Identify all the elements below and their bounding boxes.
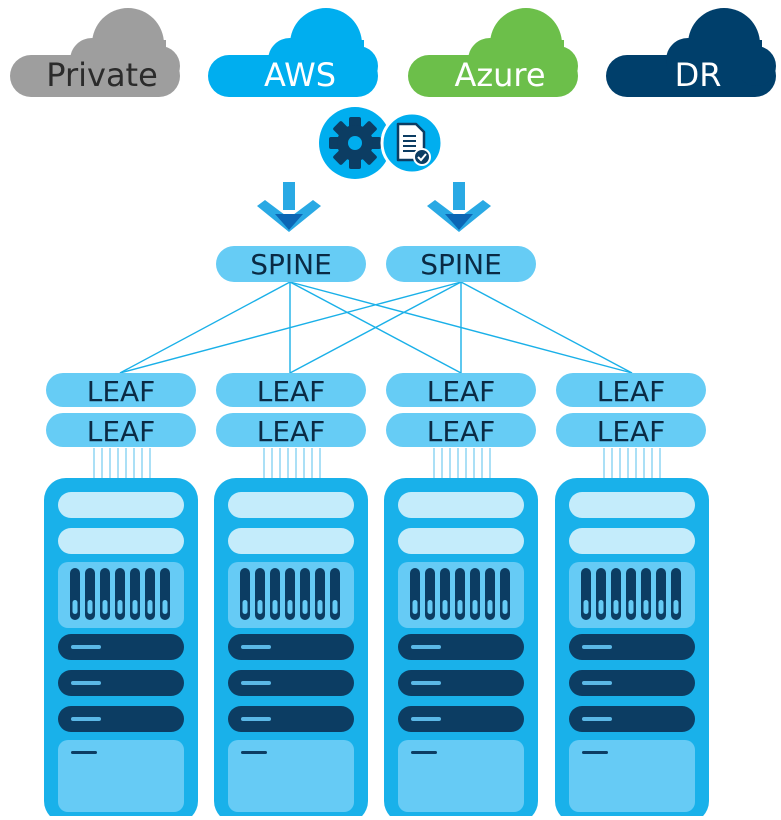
leaf-switch: LEAF <box>216 373 366 408</box>
blade-server-icon <box>228 562 354 628</box>
leaf-label: LEAF <box>257 375 326 408</box>
leaf-label: LEAF <box>257 415 326 448</box>
cloud-label: AWS <box>264 56 336 94</box>
leaf-group: LEAF LEAF <box>46 373 196 478</box>
server-rack <box>214 478 368 820</box>
rack-storage-unit <box>398 740 524 812</box>
spine-switch: SPINE <box>216 246 366 282</box>
rack-storage-unit <box>569 740 695 812</box>
spine-row: SPINE SPINE <box>216 246 536 282</box>
leaf-row: LEAF LEAF LEAF LEAF LEAF LEAF LEAF LEAF <box>46 373 706 478</box>
leaf-switch: LEAF <box>46 373 196 408</box>
rack-server-unit <box>58 634 184 660</box>
server-rack <box>555 478 709 820</box>
rack-drive-slot <box>569 528 695 554</box>
rack-server-unit <box>58 670 184 696</box>
rack-storage-unit <box>228 740 354 812</box>
blade-server-icon <box>569 562 695 628</box>
spine-switch: SPINE <box>386 246 536 282</box>
rack-drive-slot <box>569 492 695 518</box>
rack-server-unit <box>569 706 695 732</box>
cloud-label: DR <box>675 56 722 94</box>
leaf-switch: LEAF <box>556 413 706 448</box>
down-arrow-icon <box>257 182 321 232</box>
rack-drive-slot <box>228 492 354 518</box>
leaf-label: LEAF <box>427 415 496 448</box>
cloud-label: Azure <box>454 56 545 94</box>
arrows <box>257 182 491 232</box>
leaf-group: LEAF LEAF <box>556 373 706 478</box>
cloud-dr: DR <box>606 8 776 97</box>
leaf-switch: LEAF <box>46 413 196 448</box>
rack-drive-slot <box>228 528 354 554</box>
spine-leaf-links <box>119 281 633 374</box>
leaf-label: LEAF <box>87 375 156 408</box>
leaf-group: LEAF LEAF <box>216 373 366 478</box>
spine-leaf-link <box>119 281 462 374</box>
gear-icon <box>319 107 391 179</box>
rack-drive-slot <box>58 492 184 518</box>
spine-leaf-link <box>460 281 633 374</box>
leaf-label: LEAF <box>87 415 156 448</box>
spine-label: SPINE <box>250 248 332 281</box>
orchestrator <box>319 107 444 179</box>
rack-drive-slot <box>398 492 524 518</box>
rack-server-unit <box>228 634 354 660</box>
leaf-switch: LEAF <box>216 413 366 448</box>
cloud-azure: Azure <box>408 8 578 97</box>
cloud-private: Private <box>10 8 180 97</box>
rack-server-unit <box>398 670 524 696</box>
rack-storage-unit <box>58 740 184 812</box>
rack-server-unit <box>228 670 354 696</box>
blade-server-icon <box>58 562 184 628</box>
spine-label: SPINE <box>420 248 502 281</box>
cloud-aws: AWS <box>208 8 378 97</box>
rack-drive-slot <box>58 528 184 554</box>
cloud-label: Private <box>46 56 158 94</box>
rack-server-unit <box>569 634 695 660</box>
leaf-switch: LEAF <box>386 413 536 448</box>
rack-drive-slot <box>398 528 524 554</box>
leaf-label: LEAF <box>427 375 496 408</box>
blade-server-icon <box>398 562 524 628</box>
spine-leaf-link <box>289 281 462 374</box>
leaf-label: LEAF <box>597 415 666 448</box>
server-rack <box>384 478 538 820</box>
rack-server-unit <box>58 706 184 732</box>
down-arrow-icon <box>427 182 491 232</box>
leaf-switch: LEAF <box>556 373 706 408</box>
rack-server-unit <box>569 670 695 696</box>
rack-server-unit <box>228 706 354 732</box>
leaf-group: LEAF LEAF <box>386 373 536 478</box>
rack-row <box>44 478 709 820</box>
clouds-row: Private AWS Azure DR <box>10 8 776 97</box>
spine-leaf-link <box>119 281 291 374</box>
document-check-icon <box>380 111 444 175</box>
leaf-switch: LEAF <box>386 373 536 408</box>
leaf-label: LEAF <box>597 375 666 408</box>
rack-server-unit <box>398 706 524 732</box>
rack-server-unit <box>398 634 524 660</box>
server-rack <box>44 478 198 820</box>
